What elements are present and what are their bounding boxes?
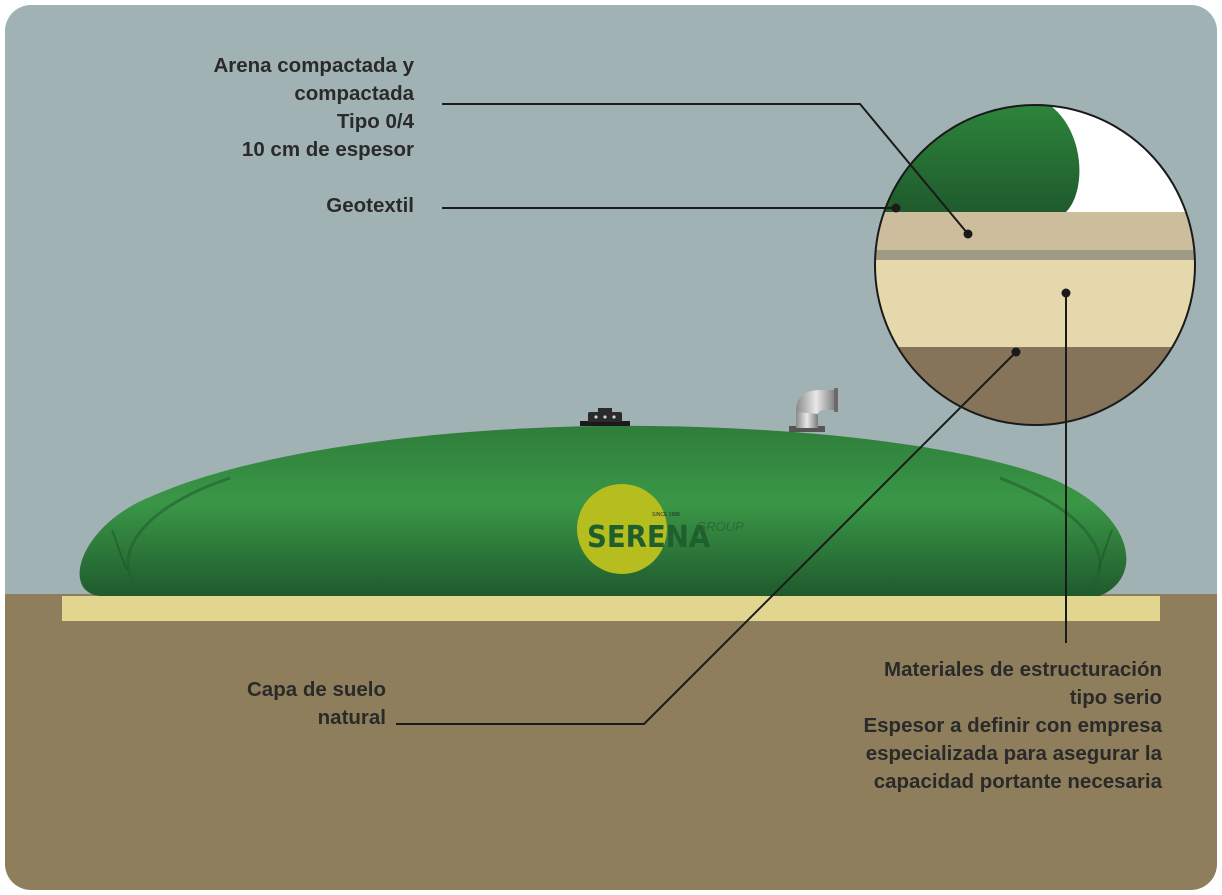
compacted-sand-bed bbox=[62, 596, 1160, 621]
label-materiales-estructuracion: Materiales de estructuración tipo serio … bbox=[863, 658, 1162, 793]
leader-arena bbox=[442, 103, 969, 235]
label-geotextil: Geotextil bbox=[326, 194, 414, 217]
elbow-pipe-icon bbox=[789, 388, 838, 432]
logo-brand-text: SERENA bbox=[587, 519, 711, 554]
leader-lines bbox=[396, 103, 1067, 725]
manhole-hatch-icon bbox=[580, 408, 630, 426]
logo-since-text: SINCE 1988 bbox=[652, 512, 680, 518]
label-arena-compactada: Arena compactada y compactada Tipo 0/4 1… bbox=[213, 54, 414, 161]
zoom-geotextile-layer bbox=[875, 250, 1195, 260]
natural-soil-ground bbox=[5, 594, 1217, 890]
logo-group-text: GROUP bbox=[696, 519, 744, 534]
leader-suelo bbox=[396, 351, 1017, 725]
leader-dots bbox=[891, 203, 1071, 357]
zoom-sand-layer bbox=[875, 212, 1195, 250]
zoom-structural-layer bbox=[875, 260, 1195, 348]
serena-group-logo: SERENA SINCE 1988 GROUP bbox=[577, 484, 744, 574]
detail-zoom-circle bbox=[874, 104, 1196, 426]
label-capa-suelo: Capa de suelo natural bbox=[247, 678, 386, 729]
